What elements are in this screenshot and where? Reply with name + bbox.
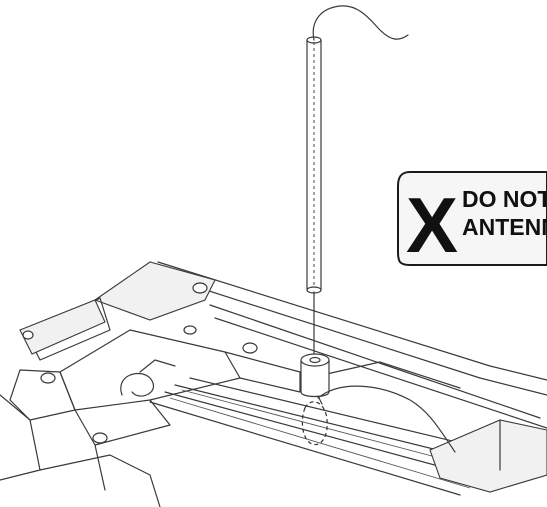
- warning-line-1: DO NOT: [462, 186, 547, 212]
- warning-badge: X DO NOT ANTENNA: [397, 171, 547, 269]
- chassis-bolts: [22, 282, 258, 444]
- warning-x-symbol: X: [406, 181, 458, 269]
- chassis: [0, 261, 547, 507]
- warning-line-2: ANTENNA: [462, 214, 547, 240]
- antenna-mount: [300, 353, 330, 398]
- receiver-wire: [317, 385, 456, 453]
- antenna-tube: [306, 36, 322, 294]
- antenna-wire: [312, 5, 409, 41]
- body-clip: [120, 373, 154, 397]
- hidden-routing-path: [301, 401, 328, 446]
